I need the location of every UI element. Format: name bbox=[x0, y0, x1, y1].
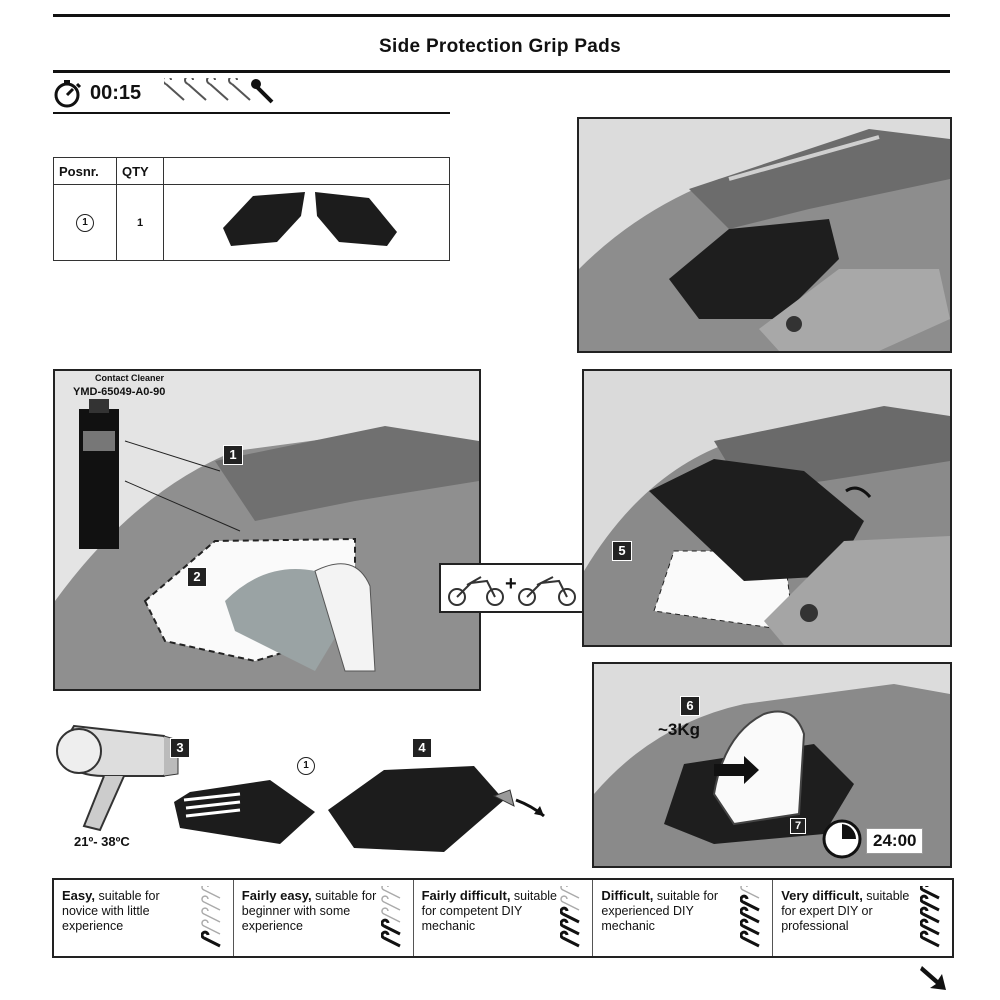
cleaner-label: Contact Cleaner bbox=[95, 373, 164, 383]
header-underline bbox=[53, 112, 450, 114]
wrench-rating-icon bbox=[381, 886, 407, 950]
step-3-badge: 3 bbox=[170, 738, 190, 758]
posnr-value: 1 bbox=[76, 214, 94, 232]
cleaning-step-photo: Contact Cleaner YMD-65049-A0-90 1 2 bbox=[53, 369, 481, 691]
difficulty-title: Very difficult, bbox=[781, 888, 863, 903]
difficulty-item: Fairly difficult, suitable for competent… bbox=[414, 880, 594, 956]
step-2-badge: 2 bbox=[187, 567, 207, 587]
stopwatch-icon bbox=[52, 78, 84, 108]
difficulty-item: Difficult, suitable for experienced DIY … bbox=[593, 880, 773, 956]
difficulty-legend: Easy, suitable for novice with little ex… bbox=[52, 878, 954, 958]
wrench-rating-icon bbox=[920, 886, 946, 950]
step-6-badge: 6 bbox=[680, 696, 700, 716]
difficulty-title: Difficult, bbox=[601, 888, 653, 903]
title-rule bbox=[53, 70, 950, 73]
top-rule bbox=[53, 14, 950, 17]
time-estimate: 00:15 bbox=[90, 82, 141, 105]
cleaner-part-number: YMD-65049-A0-90 bbox=[73, 386, 165, 398]
next-page-arrow-icon bbox=[918, 962, 950, 992]
temperature-label: 21º- 38ºC bbox=[74, 834, 130, 849]
plus-sign: + bbox=[505, 573, 517, 596]
wrench-rating-icon bbox=[560, 886, 586, 950]
qty-value: 1 bbox=[117, 185, 164, 261]
difficulty-item: Easy, suitable for novice with little ex… bbox=[54, 880, 234, 956]
difficulty-item: Fairly easy, suitable for beginner with … bbox=[234, 880, 414, 956]
page-title: Side Protection Grip Pads bbox=[0, 36, 1000, 58]
force-label: ~3Kg bbox=[658, 720, 700, 740]
part-ref-circle: 1 bbox=[297, 757, 315, 775]
step-1-badge: 1 bbox=[223, 445, 243, 465]
difficulty-title: Easy, bbox=[62, 888, 95, 903]
col-posnr: Posnr. bbox=[54, 158, 117, 185]
installed-pad-photo bbox=[577, 117, 952, 353]
wait-time-label: 24:00 bbox=[866, 828, 923, 854]
wrench-rating-icon bbox=[201, 886, 227, 950]
apply-pad-photo: 5 bbox=[582, 369, 952, 647]
col-qty: QTY bbox=[117, 158, 164, 185]
wrench-rating-icon bbox=[740, 886, 766, 950]
grip-pads-image bbox=[164, 185, 450, 261]
difficulty-item: Very difficult, suitable for expert DIY … bbox=[773, 880, 952, 956]
parts-table: Posnr. QTY 1 1 bbox=[53, 157, 450, 261]
step-7-badge: 7 bbox=[790, 818, 806, 834]
peel-backing-image bbox=[324, 760, 554, 860]
difficulty-wrench-icons bbox=[164, 78, 279, 108]
step-4-badge: 4 bbox=[412, 738, 432, 758]
col-image bbox=[164, 158, 450, 185]
two-motorcycles-icon: + bbox=[439, 563, 586, 613]
wrench-icon bbox=[202, 932, 220, 946]
difficulty-title: Fairly difficult, bbox=[422, 888, 511, 903]
press-pad-photo: 6 ~3Kg 7 24:00 bbox=[592, 662, 952, 868]
step-5-badge: 5 bbox=[612, 541, 632, 561]
heated-pad-image bbox=[170, 772, 320, 852]
difficulty-title: Fairly easy, bbox=[242, 888, 312, 903]
